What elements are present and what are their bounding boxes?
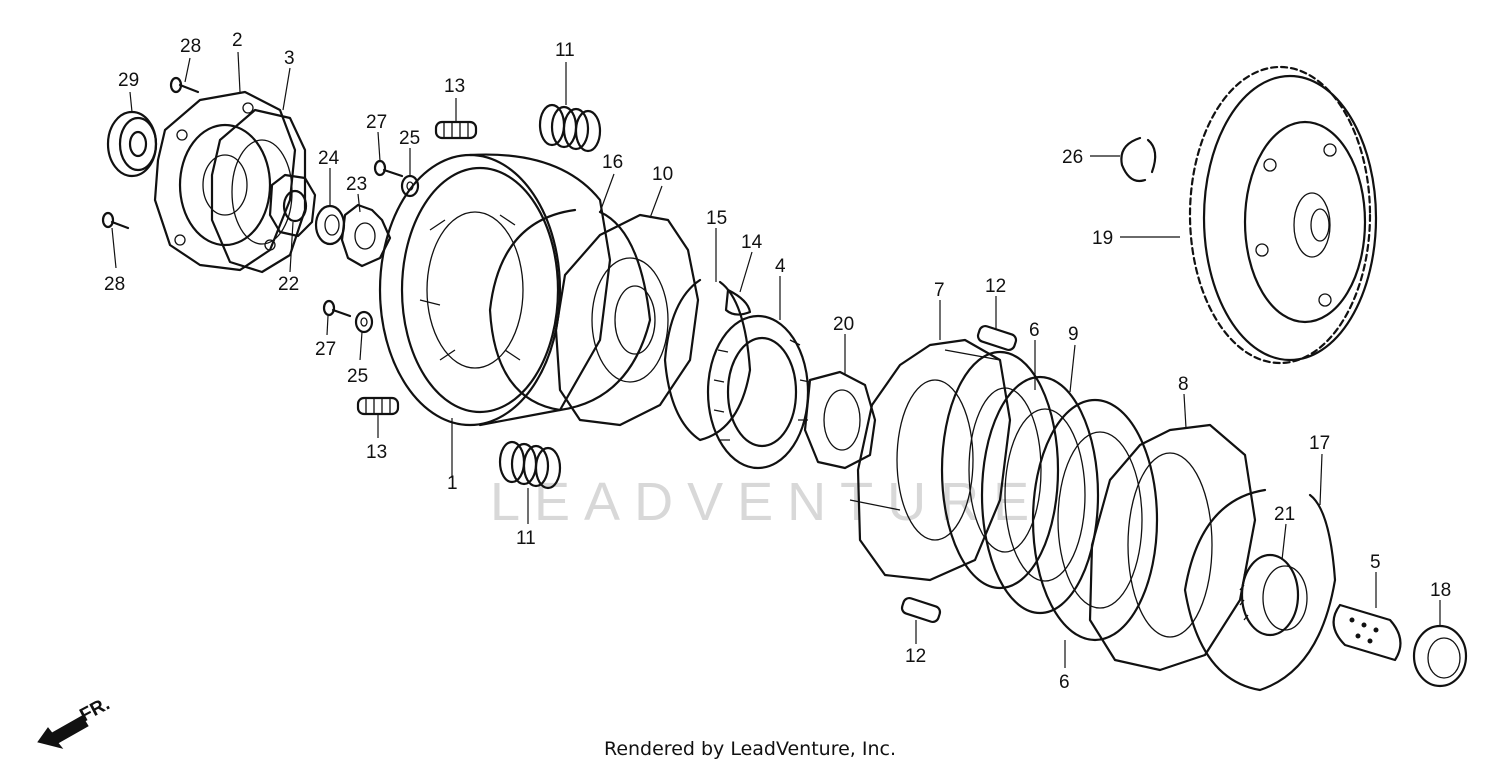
- callout-15: 15: [706, 208, 727, 229]
- hub-nut-part-22[interactable]: [268, 173, 317, 238]
- housing-plate-part-2[interactable]: [153, 90, 297, 272]
- callout-1: 1: [447, 473, 458, 494]
- callout-6: 6: [1059, 672, 1070, 693]
- callout-24: 24: [318, 148, 340, 169]
- callout-28: 28: [180, 36, 201, 57]
- callout-25: 25: [399, 128, 420, 149]
- callout-13: 13: [444, 76, 465, 97]
- one-way-clutch-part-4[interactable]: [706, 314, 811, 470]
- callout-3: 3: [284, 48, 295, 69]
- callout-25: 25: [347, 366, 368, 387]
- callout-10: 10: [652, 164, 673, 185]
- snap-ring-part-26[interactable]: [1120, 136, 1157, 183]
- wire-ring-part-17[interactable]: [1183, 488, 1337, 692]
- callout-26: 26: [1062, 147, 1083, 168]
- spring-part-12-top[interactable]: [976, 324, 1018, 352]
- bearing-part-29[interactable]: [106, 110, 158, 178]
- driven-gear-part-19[interactable]: [1188, 65, 1378, 365]
- callout-12: 12: [985, 276, 1006, 297]
- callout-6: 6: [1029, 320, 1040, 341]
- callout-28: 28: [104, 274, 125, 295]
- callout-18: 18: [1430, 580, 1451, 601]
- callout-21: 21: [1274, 504, 1295, 525]
- spring-part-13-top[interactable]: [434, 120, 478, 140]
- callout-12: 12: [905, 646, 926, 667]
- callout-17: 17: [1309, 433, 1330, 454]
- callout-8: 8: [1178, 374, 1189, 395]
- ring-part-15[interactable]: [663, 278, 752, 442]
- screw-part-28-bottom[interactable]: [101, 211, 130, 230]
- callout-9: 9: [1068, 324, 1079, 345]
- footer-credit: Rendered by LeadVenture, Inc.: [603, 738, 897, 760]
- callout-20: 20: [833, 314, 854, 335]
- screw-part-28-top[interactable]: [169, 76, 200, 94]
- spring-part-11-top[interactable]: [538, 103, 602, 153]
- callout-22: 22: [278, 274, 299, 295]
- circlip-part-16[interactable]: [488, 208, 652, 412]
- callout-19: 19: [1092, 228, 1113, 249]
- pressure-plate-part-7[interactable]: [849, 338, 1012, 582]
- callout-23: 23: [346, 174, 367, 195]
- callout-7: 7: [934, 280, 945, 301]
- callout-11: 11: [516, 528, 536, 549]
- friction-disc-part-9[interactable]: [980, 375, 1100, 615]
- callout-11: 11: [555, 40, 575, 61]
- callout-5: 5: [1370, 552, 1381, 573]
- needle-bearing-part-5[interactable]: [1332, 603, 1402, 662]
- callout-4: 4: [775, 256, 786, 277]
- callout-13: 13: [366, 442, 387, 463]
- washer-part-25-bottom[interactable]: [354, 310, 374, 334]
- callout-27: 27: [366, 112, 387, 133]
- callout-29: 29: [118, 70, 139, 91]
- washer-part-25-top[interactable]: [400, 174, 420, 198]
- spring-part-11-bottom[interactable]: [498, 440, 562, 490]
- clutch-drum-part-1[interactable]: [378, 153, 612, 427]
- washer-part-24[interactable]: [314, 204, 346, 246]
- inner-hub-part-20[interactable]: [803, 370, 877, 470]
- spring-part-12-bottom[interactable]: [900, 596, 942, 624]
- friction-disc-part-6-front[interactable]: [940, 350, 1060, 590]
- leader-lines: [111, 51, 1441, 668]
- callout-27: 27: [315, 339, 336, 360]
- spring-part-13-bottom[interactable]: [356, 396, 400, 416]
- collar-part-18[interactable]: [1412, 624, 1468, 688]
- gear-part-21[interactable]: [1239, 553, 1308, 637]
- callout-2: 2: [232, 30, 243, 51]
- drive-plate-part-10[interactable]: [554, 213, 700, 427]
- callout-labels: 28 2 3 29 13 11 27 25 24 23 22 28 16 10 …: [104, 30, 1451, 693]
- watermark: LEADVENTURE: [490, 472, 1043, 532]
- bolt-part-27-top[interactable]: [373, 159, 404, 178]
- end-plate-part-8[interactable]: [1088, 423, 1257, 672]
- bolt-part-27-bottom[interactable]: [322, 299, 352, 318]
- callout-16: 16: [602, 152, 623, 173]
- friction-disc-part-6-rear[interactable]: [1031, 398, 1159, 642]
- spring-clip-part-14[interactable]: [724, 288, 752, 316]
- callout-14: 14: [741, 232, 763, 253]
